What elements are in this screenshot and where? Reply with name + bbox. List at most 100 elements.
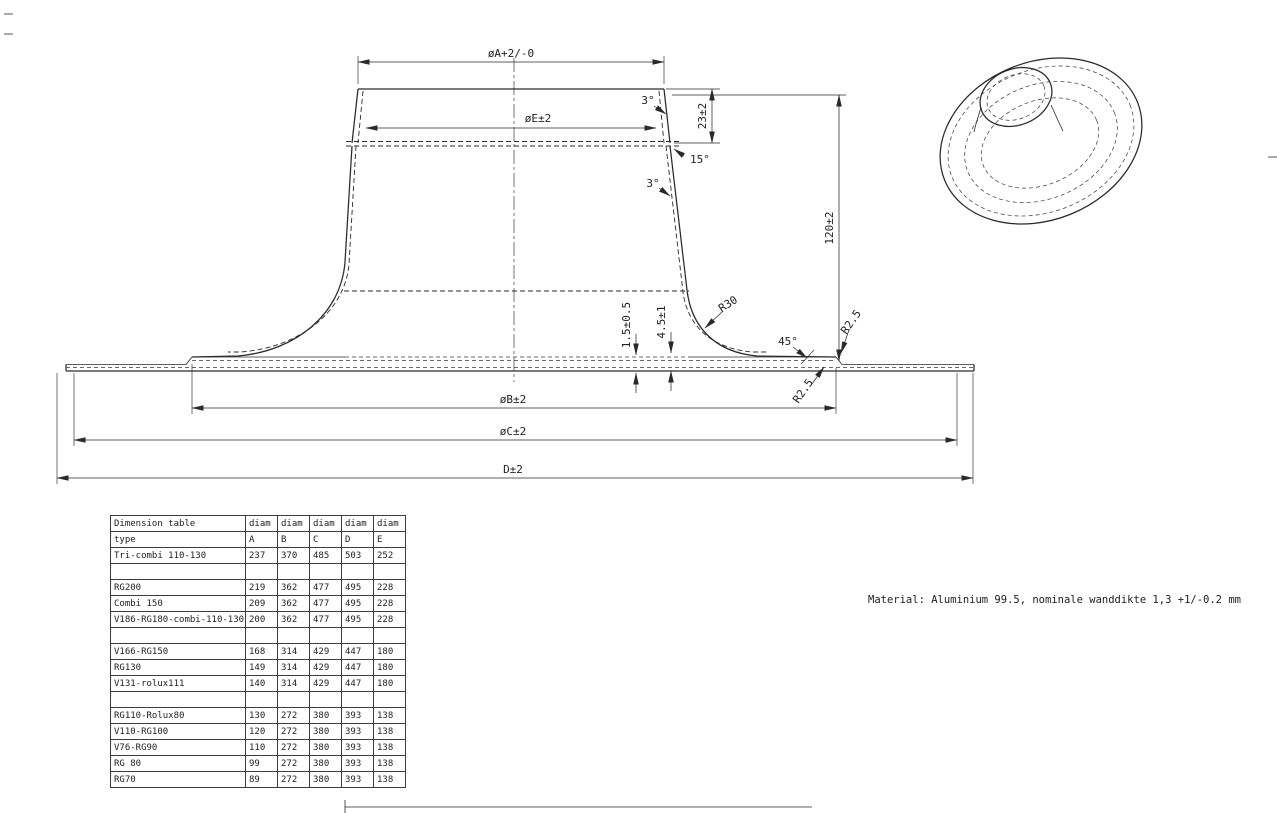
diam-a-cell: 219 — [245, 579, 278, 596]
diam-b-cell: 272 — [277, 707, 310, 724]
diam-e-cell: 228 — [373, 595, 406, 612]
diam-header-cell: diam — [309, 515, 342, 532]
diam-b-cell: 362 — [277, 595, 310, 612]
diam-c-cell — [309, 627, 342, 644]
dim-label-base-outer-diameter: øC±2 — [500, 425, 527, 438]
dimension-table: Dimension table diam diam diam diam diam… — [110, 515, 406, 788]
dim-label-top-diameter: øA+2/-0 — [488, 47, 534, 60]
diam-e-cell: 180 — [373, 643, 406, 660]
table-row — [110, 691, 406, 708]
diam-d-cell: 503 — [341, 547, 374, 564]
type-cell: RG200 — [110, 579, 246, 596]
diam-b-cell: 314 — [277, 659, 310, 676]
column-letter-cell: E — [373, 531, 406, 548]
dimension-taper-mid: 3° — [646, 177, 671, 197]
diam-a-cell: 237 — [245, 547, 278, 564]
diam-d-cell: 495 — [341, 579, 374, 596]
diam-e-cell — [373, 563, 406, 580]
dimension-edge-height: 4.5±1 — [655, 305, 674, 391]
diam-d-cell: 447 — [341, 675, 374, 692]
type-cell — [110, 691, 246, 708]
diam-d-cell: 447 — [341, 643, 374, 660]
dimension-collar-diameter: øE±2 — [365, 112, 657, 131]
diam-e-cell: 180 — [373, 675, 406, 692]
table-row: V131-rolux111 140 314 429 447 180 — [110, 675, 406, 692]
diam-b-cell: 314 — [277, 675, 310, 692]
diam-d-cell: 393 — [341, 739, 374, 756]
dim-label-radius-small-upper: R2.5 — [838, 307, 864, 336]
dimension-cone-angle: 15° — [673, 148, 710, 166]
diam-a-cell: 209 — [245, 595, 278, 612]
type-cell: RG 80 — [110, 755, 246, 772]
column-letter-cell: C — [309, 531, 342, 548]
type-cell: V131-rolux111 — [110, 675, 246, 692]
diam-c-cell: 380 — [309, 771, 342, 788]
diam-a-cell: 168 — [245, 643, 278, 660]
diam-c-cell: 429 — [309, 675, 342, 692]
diam-e-cell: 252 — [373, 547, 406, 564]
dimension-radius-small-upper: R2.5 — [838, 307, 864, 354]
diam-c-cell: 477 — [309, 595, 342, 612]
diam-a-cell: 120 — [245, 723, 278, 740]
dim-label-radius-small-lower: R2.5 — [790, 376, 816, 405]
type-cell: V110-RG100 — [110, 723, 246, 740]
type-cell: Tri-combi 110-130 — [110, 547, 246, 564]
isometric-view — [939, 57, 1143, 225]
type-cell: V76-RG90 — [110, 739, 246, 756]
cross-section-view: øA+2/-0 øE±2 3° 23±2 15° — [56, 47, 975, 484]
dimension-top-diameter: øA+2/-0 — [357, 47, 665, 84]
diam-e-cell: 228 — [373, 579, 406, 596]
diam-a-cell: 110 — [245, 739, 278, 756]
column-letter-cell: A — [245, 531, 278, 548]
diam-d-cell: 393 — [341, 723, 374, 740]
table-header-row-1: Dimension table diam diam diam diam diam — [110, 515, 406, 532]
diam-b-cell: 314 — [277, 643, 310, 660]
dim-label-collar-diameter: øE±2 — [525, 112, 552, 125]
diam-e-cell: 228 — [373, 611, 406, 628]
diam-e-cell: 138 — [373, 707, 406, 724]
diam-a-cell: 149 — [245, 659, 278, 676]
diam-c-cell: 429 — [309, 643, 342, 660]
dim-label-radius-large: R30 — [716, 293, 740, 315]
diam-b-cell — [277, 563, 310, 580]
dim-label-collar-height: 23±2 — [696, 103, 709, 130]
diam-a-cell — [245, 691, 278, 708]
diam-d-cell — [341, 691, 374, 708]
diam-d-cell: 447 — [341, 659, 374, 676]
diam-b-cell: 272 — [277, 771, 310, 788]
diam-e-cell: 138 — [373, 723, 406, 740]
dim-label-body-height: 120±2 — [823, 211, 836, 244]
diam-c-cell: 380 — [309, 723, 342, 740]
column-letter-cell: B — [277, 531, 310, 548]
diam-b-cell — [277, 627, 310, 644]
collar-outline — [346, 88, 682, 147]
diam-c-cell: 380 — [309, 707, 342, 724]
diam-a-cell: 140 — [245, 675, 278, 692]
dim-label-taper-top: 3° — [641, 94, 654, 107]
table-row: V166-RG150 168 314 429 447 180 — [110, 643, 406, 660]
dim-label-edge-height: 4.5±1 — [655, 305, 668, 338]
dim-label-wall-thickness: 1.5±0.5 — [620, 302, 633, 348]
diam-d-cell — [341, 627, 374, 644]
table-row: RG110-Rolux80 130 272 380 393 138 — [110, 707, 406, 724]
diam-b-cell — [277, 691, 310, 708]
type-cell: RG130 — [110, 659, 246, 676]
dim-label-taper-mid: 3° — [646, 177, 659, 190]
diam-b-cell: 272 — [277, 723, 310, 740]
diam-d-cell: 393 — [341, 755, 374, 772]
dimension-overall-diameter: D±2 — [56, 373, 974, 484]
diam-a-cell: 99 — [245, 755, 278, 772]
diam-e-cell: 138 — [373, 739, 406, 756]
cone-outline — [191, 145, 837, 358]
diam-c-cell — [309, 563, 342, 580]
diam-d-cell: 495 — [341, 595, 374, 612]
dimension-wall-thickness: 1.5±0.5 — [620, 302, 639, 393]
table-row: RG70 89 272 380 393 138 — [110, 771, 406, 788]
diam-d-cell: 393 — [341, 771, 374, 788]
type-cell: RG110-Rolux80 — [110, 707, 246, 724]
diam-d-cell — [341, 563, 374, 580]
diam-a-cell — [245, 627, 278, 644]
diam-a-cell: 89 — [245, 771, 278, 788]
dimension-base-inner-diameter: øB±2 — [191, 364, 837, 414]
